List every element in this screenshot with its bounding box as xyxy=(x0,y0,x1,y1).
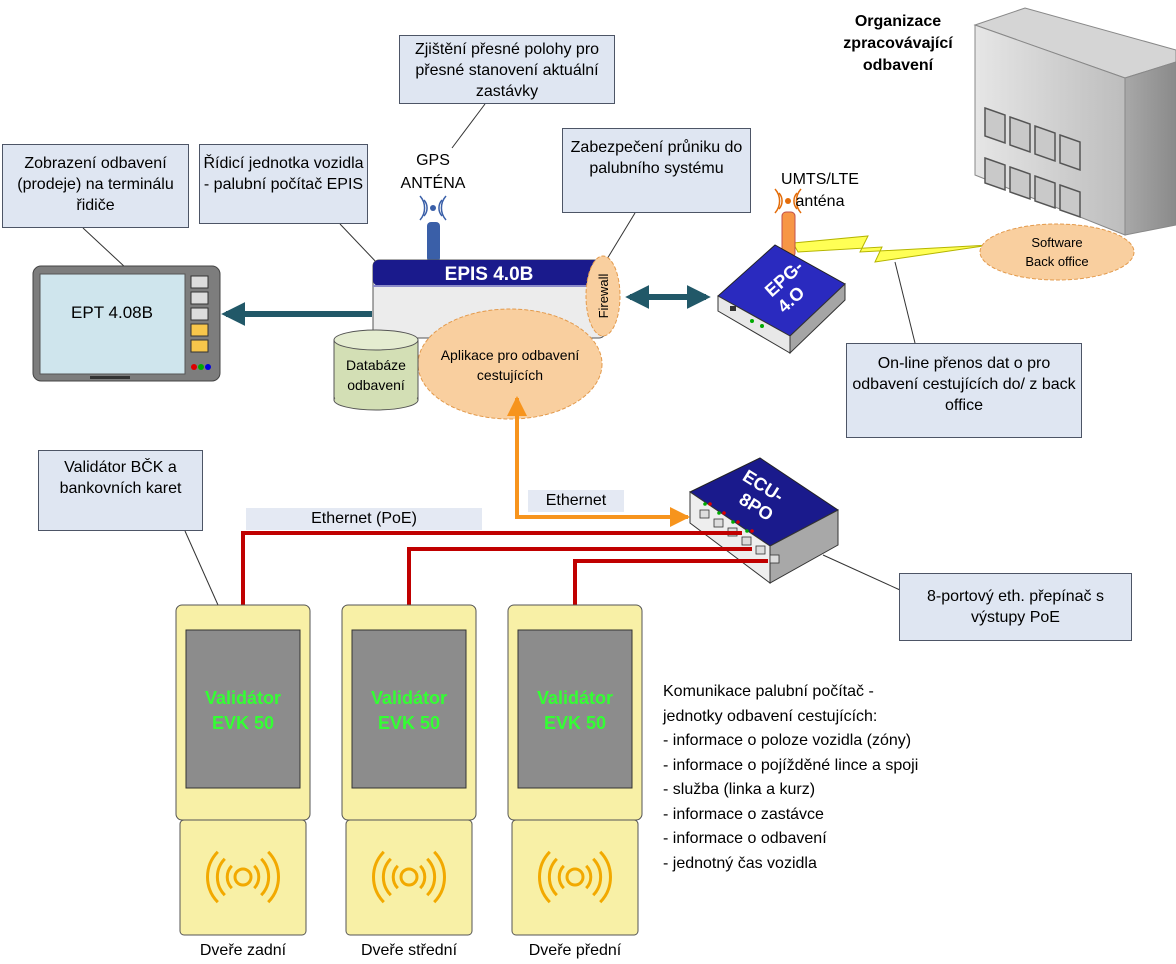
control-unit-callout: Řídicí jednotka vozidla - palubní počíta… xyxy=(199,144,368,224)
communication-title-2: jednotky odbavení cestujících: xyxy=(663,707,878,725)
validator-callout: Validátor BČK a bankovních karet xyxy=(38,450,203,531)
display-callout: Zobrazení odbavení (prodeje) na terminál… xyxy=(2,144,189,228)
database-icon xyxy=(333,329,419,411)
umts-label-2: anténa xyxy=(796,193,845,210)
gps-position-callout: Zjištění přesné polohy pro přesné stanov… xyxy=(399,35,615,104)
poe-lines xyxy=(241,531,768,605)
firewall-label: Firewall xyxy=(596,274,611,319)
validator-label-line2: EVK 50 xyxy=(378,713,440,733)
org-label-1: Organizace xyxy=(855,13,941,30)
database-label-2: odbavení xyxy=(347,377,405,393)
validator-label-line1: Validátor xyxy=(537,688,613,708)
validator-label-line1: Validátor xyxy=(205,688,281,708)
door-label: Dveře střední xyxy=(361,942,458,959)
communication-item: - informace o pojížděné lince a spoji xyxy=(663,756,919,774)
switch-callout: 8-portový eth. přepínač s výstupy PoE xyxy=(899,573,1132,641)
org-label-2: zpracovávající xyxy=(843,35,953,52)
database-label-1: Databáze xyxy=(346,357,406,373)
org-label-3: odbavení xyxy=(863,57,934,74)
gps-label-2: ANTÉNA xyxy=(401,173,466,192)
door-label: Dveře přední xyxy=(529,942,622,959)
software-label-2: Back office xyxy=(1025,254,1088,269)
communication-item: - informace o odbavení xyxy=(663,830,827,847)
communication-item: - služba (linka a kurz) xyxy=(663,781,816,798)
app-oval xyxy=(417,308,603,420)
gps-label-1: GPS xyxy=(416,152,450,169)
ethernet-label: Ethernet xyxy=(528,490,624,512)
software-backoffice-oval xyxy=(979,223,1135,281)
office-building-icon xyxy=(973,7,1176,236)
rfid-icon xyxy=(538,850,612,904)
validator-label-line2: EVK 50 xyxy=(212,713,274,733)
door-label: Dveře zadní xyxy=(200,942,287,959)
software-label-1: Software xyxy=(1031,235,1082,250)
firewall-oval xyxy=(585,255,621,337)
rfid-icon xyxy=(372,850,446,904)
validator-label-line1: Validátor xyxy=(371,688,447,708)
leader-lines xyxy=(82,103,916,606)
wireless-link-icon xyxy=(792,235,991,263)
gps-antenna-icon xyxy=(419,195,447,262)
ept-label: EPT 4.08B xyxy=(71,303,153,322)
communication-list: Komunikace palubní počítač - jednotky od… xyxy=(663,680,918,876)
communication-item: - informace o poloze vozidla (zóny) xyxy=(663,732,912,749)
epg-router-icon xyxy=(717,244,846,355)
rfid-icon xyxy=(206,850,280,904)
validator-label-line2: EVK 50 xyxy=(544,713,606,733)
ethernet-link xyxy=(507,396,690,527)
ethernet-poe-label: Ethernet (PoE) xyxy=(246,508,482,530)
online-transfer-callout: On-line přenos dat o pro odbavení cestuj… xyxy=(846,343,1082,438)
epis-title: EPIS 4.0B xyxy=(445,264,534,285)
app-label-1: Aplikace pro odbavení xyxy=(441,347,580,363)
communication-item: - informace o zastávce xyxy=(663,805,824,823)
security-callout: Zabezpečení průniku do palubního systému xyxy=(562,128,751,213)
app-label-2: cestujících xyxy=(477,367,543,383)
ept-terminal-icon xyxy=(32,265,221,382)
communication-title-1: Komunikace palubní počítač - xyxy=(663,683,874,700)
umts-label-1: UMTS/LTE xyxy=(781,171,859,188)
communication-item: - jednotný čas vozidla xyxy=(663,854,817,872)
